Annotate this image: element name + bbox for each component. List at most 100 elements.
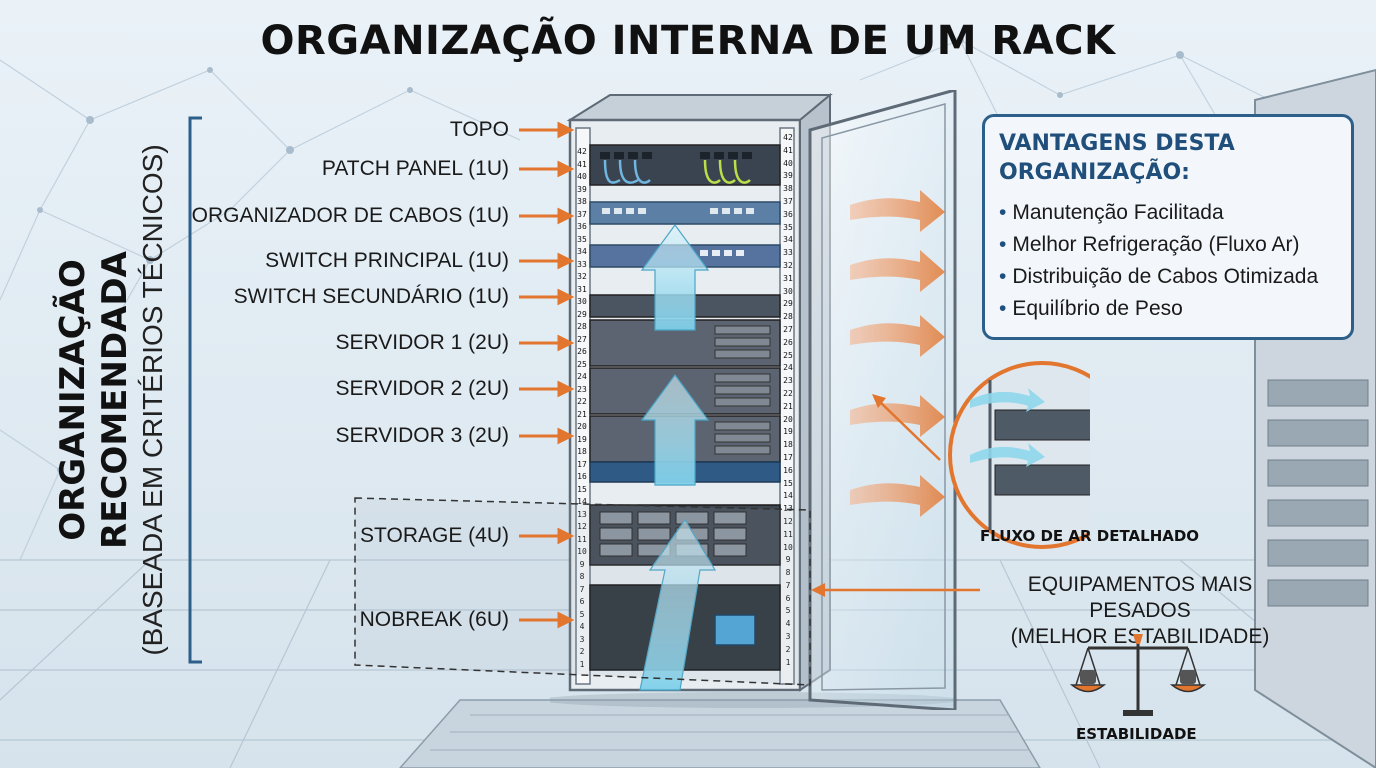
rack-unit-number: 22 — [783, 388, 793, 398]
rack-unit-number: 41 — [577, 159, 587, 169]
rack-unit-number: 27 — [783, 324, 793, 334]
arrow-right-icon — [519, 611, 575, 629]
arrow-right-icon — [519, 160, 575, 178]
rack-unit-number: 2 — [785, 644, 791, 654]
rack-unit-number: 14 — [783, 491, 793, 501]
heavy-note-line1: EQUIPAMENTOS MAIS PESADOS — [1027, 573, 1253, 622]
rack-unit-number: 4 — [785, 619, 791, 629]
rack-unit-number: 13 — [783, 504, 793, 514]
label-switch-principal: SWITCH PRINCIPAL (1U) — [265, 249, 509, 272]
rack-unit-number: 10 — [783, 542, 793, 552]
rack-unit-number: 30 — [783, 286, 793, 296]
advantages-title-line2: ORGANIZAÇÃO: — [999, 160, 1190, 185]
advantage-text: Equilíbrio de Peso — [1012, 297, 1183, 320]
rack-unit-number: 9 — [785, 555, 791, 565]
rack-unit-number: 11 — [577, 534, 587, 544]
rack-unit-number: 33 — [783, 248, 793, 258]
rack-unit-number: 37 — [577, 209, 587, 219]
rack-unit-number: 32 — [783, 260, 793, 270]
label-nobreak: NOBREAK (6U) — [359, 608, 509, 631]
heavy-note-arrow — [811, 583, 980, 597]
rack-unit-number: 39 — [783, 171, 793, 181]
label-patch-panel: PATCH PANEL (1U) — [321, 157, 509, 180]
rack-unit-number: 42 — [577, 147, 587, 156]
bullet-icon: • — [999, 233, 1007, 256]
rack-unit-number: 34 — [783, 235, 793, 245]
side-title-sub: (BASEADA EM CRITÉRIOS TÉCNICOS) — [137, 144, 168, 656]
list-item: •Manutenção Facilitada — [999, 197, 1337, 229]
bullet-icon: • — [999, 265, 1007, 288]
rack-unit-number: 31 — [783, 273, 793, 283]
left-bracket — [188, 116, 202, 664]
rack-unit-number: 15 — [577, 484, 587, 494]
arrow-right-icon — [519, 380, 575, 398]
list-item: •Equilíbrio de Peso — [999, 293, 1337, 325]
rack-unit-number: 5 — [579, 609, 585, 619]
rack-unit-number: 17 — [577, 459, 587, 469]
rack-unit-number: 36 — [783, 209, 793, 219]
weight-icon — [1080, 670, 1096, 684]
rack-unit-number: 19 — [577, 434, 587, 444]
label-servidor-3: SERVIDOR 3 (2U) — [335, 424, 510, 447]
rack-unit-number: 38 — [577, 197, 587, 206]
rack-unit-number: 7 — [579, 584, 585, 594]
rack-unit-number: 40 — [577, 172, 587, 181]
rack-unit-number: 28 — [577, 322, 587, 331]
rack-unit-number: 31 — [577, 284, 587, 294]
rack-unit-number: 27 — [577, 334, 587, 344]
label-arrows — [519, 121, 575, 629]
rack-unit-number: 14 — [577, 497, 587, 506]
rack-unit-number: 1 — [785, 657, 791, 667]
rack-unit-number: 18 — [577, 447, 587, 456]
airflow-caption: FLUXO DE AR DETALHADO — [980, 527, 1200, 545]
advantages-title: VANTAGENS DESTA ORGANIZAÇÃO: — [999, 129, 1337, 187]
rack-unit-number: 13 — [577, 509, 587, 519]
rack-unit-number: 35 — [577, 234, 587, 244]
rack-unit-number: 6 — [579, 597, 585, 606]
rack-unit-number: 3 — [579, 634, 585, 644]
rack-unit-number: 42 — [783, 133, 793, 142]
rack-unit-number: 4 — [579, 622, 585, 631]
side-title-main: ORGANIZAÇÃO RECOMENDADA — [53, 251, 135, 549]
balance-scale-icon — [1069, 634, 1207, 716]
rack-unit-number: 30 — [577, 297, 587, 306]
label-servidor-2: SERVIDOR 2 (2U) — [335, 377, 510, 400]
advantages-list: •Manutenção Facilitada •Melhor Refrigera… — [999, 197, 1337, 325]
weight-icon — [1180, 670, 1196, 684]
heavy-equipment-region — [354, 497, 811, 686]
rack-unit-number: 25 — [783, 350, 793, 360]
label-switch-secundario: SWITCH SECUNDÁRIO (1U) — [233, 285, 509, 308]
advantages-box: VANTAGENS DESTA ORGANIZAÇÃO: •Manutenção… — [982, 114, 1354, 340]
rack-unit-number: 16 — [577, 472, 587, 481]
rack-unit-number: 34 — [577, 247, 587, 256]
rack-illustration — [550, 90, 960, 710]
list-item: •Melhor Refrigeração (Fluxo Ar) — [999, 229, 1337, 261]
rack-unit-number: 37 — [783, 196, 793, 206]
rack-unit-number: 41 — [783, 145, 793, 155]
rack-unit-number: 36 — [577, 222, 587, 231]
bullet-icon: • — [999, 201, 1007, 224]
rack-unit-number: 10 — [577, 547, 587, 556]
rack-unit-number: 29 — [783, 299, 793, 309]
rack-unit-number: 18 — [783, 440, 793, 450]
rack-unit-number: 32 — [577, 272, 587, 281]
arrow-right-icon — [519, 207, 575, 225]
rack-unit-number: 21 — [577, 409, 587, 419]
rack-unit-number: 12 — [577, 522, 587, 531]
arrow-right-icon — [519, 527, 575, 545]
rack-unit-number: 22 — [577, 397, 587, 406]
rack-unit-number: 6 — [785, 593, 791, 603]
arrow-right-icon — [519, 252, 575, 270]
rack-unit-number: 8 — [579, 572, 585, 581]
rack-unit-number: 9 — [579, 559, 585, 569]
rack-unit-number: 25 — [577, 359, 587, 369]
advantage-text: Manutenção Facilitada — [1012, 201, 1224, 224]
rack-unit-number: 5 — [785, 606, 791, 616]
rack-unit-number: 24 — [783, 363, 793, 373]
label-servidor-1: SERVIDOR 1 (2U) — [335, 331, 510, 354]
advantage-text: Melhor Refrigeração (Fluxo Ar) — [1012, 233, 1300, 256]
bullet-icon: • — [999, 297, 1007, 320]
rack-unit-number: 12 — [783, 516, 793, 526]
airflow-detail-inset — [872, 361, 1090, 549]
